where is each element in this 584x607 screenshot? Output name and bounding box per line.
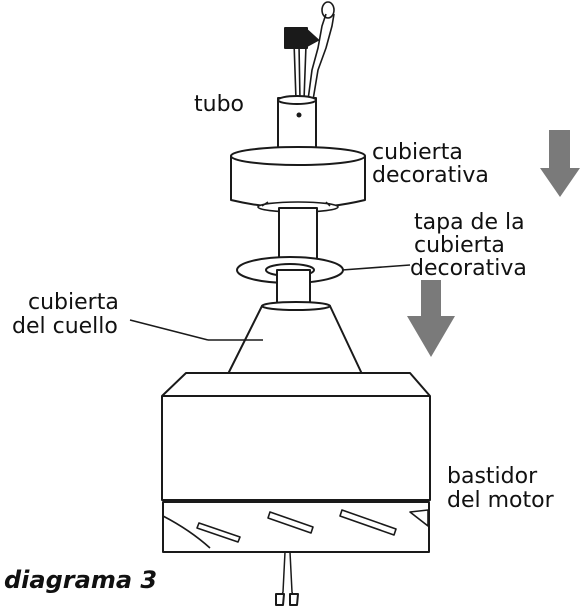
wire-loop [321, 1, 335, 19]
tube-lower [276, 269, 311, 306]
cover-cap-leader [341, 264, 411, 271]
rotor-slots [162, 509, 429, 549]
label-motor-housing-line2: del motor [447, 488, 554, 513]
wire-connector-tab [306, 29, 319, 47]
collar-cover-top [261, 301, 331, 311]
label-decorative-cover-line1: cubierta [372, 140, 463, 165]
tube-top [277, 95, 317, 105]
arrow-down-lower [407, 280, 455, 357]
down-arrows [407, 130, 580, 357]
motor-housing [161, 372, 431, 501]
wire-connector [284, 27, 308, 49]
top-wires [289, 13, 335, 101]
label-tube: tubo [194, 92, 244, 117]
bottom-wire-connectors [275, 593, 299, 606]
label-cover-cap-line1: tapa de la [414, 210, 525, 235]
label-cover-cap-line2: cubierta [414, 233, 505, 258]
collar-cover-leader [129, 319, 209, 341]
label-collar-cover-line1: cubierta [28, 290, 119, 315]
label-decorative-cover-line2: decorativa [372, 163, 489, 188]
diagram-caption: diagrama 3 [4, 566, 158, 594]
label-collar-cover-line2: del cuello [12, 314, 118, 339]
arrow-down-upper [540, 130, 580, 197]
label-motor-housing-line1: bastidor [447, 464, 538, 489]
label-cover-cap-line3: decorativa [410, 256, 527, 281]
decorative-cover-top [230, 146, 366, 166]
tube-mid [278, 207, 318, 265]
